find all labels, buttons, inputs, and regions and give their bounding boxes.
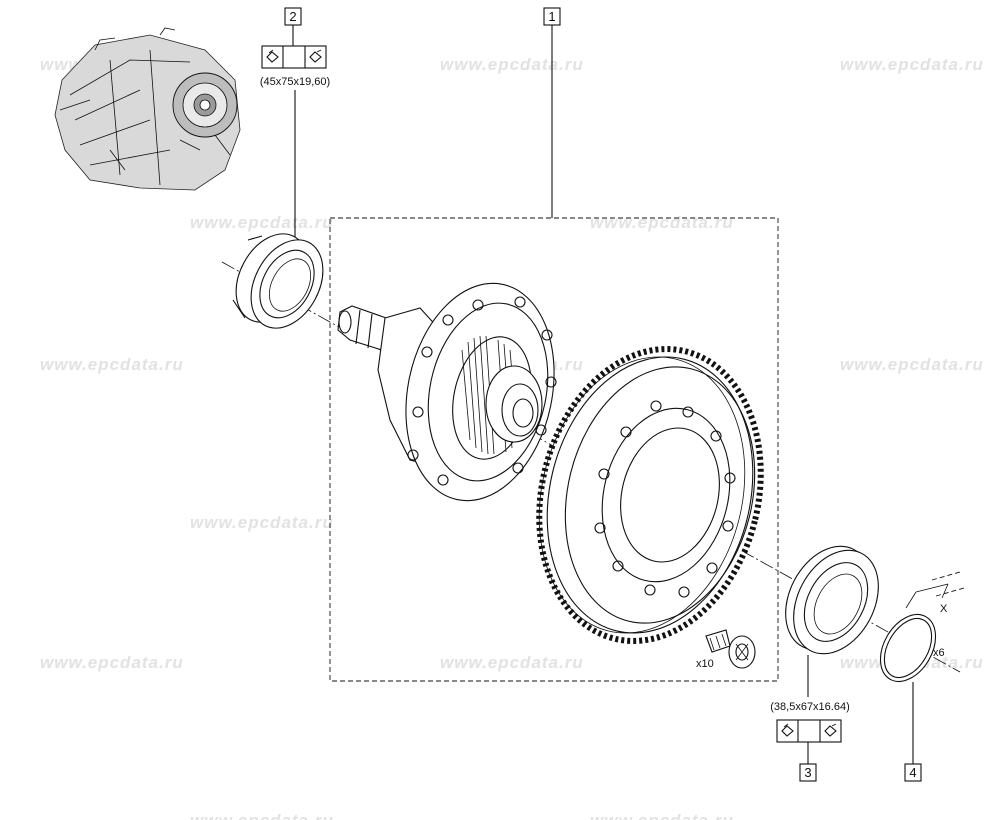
callout-box — [904, 763, 922, 782]
callout-number: 2 — [289, 9, 296, 24]
bearing-dimension: (45x75x19,60) — [260, 76, 330, 88]
crown-gear — [536, 346, 764, 644]
watermark: www.epcdata.ru — [590, 213, 734, 232]
callout-number: 1 — [548, 9, 555, 24]
callout-3: (38,5x67x16.64) 3 — [770, 655, 850, 782]
watermark: www.epcdata.ru — [190, 513, 334, 532]
watermark: www.epcdata.ru — [840, 55, 984, 74]
callout-1: 1 — [543, 7, 561, 218]
bearing-left — [232, 233, 324, 329]
diamond-arrow-icon — [266, 49, 279, 63]
watermark: www.epcdata.ru — [440, 55, 584, 74]
watermark: www.epcdata.ru — [40, 355, 184, 374]
callout-2: 2 (45x75x19,60) — [260, 7, 330, 238]
assembly-frame — [329, 217, 779, 682]
ring-quantity: x6 — [933, 647, 945, 659]
watermark: www.epcdata.ru — [440, 653, 584, 672]
ring-dimension-label: X — [940, 603, 948, 615]
bearing-right — [785, 545, 879, 655]
shim-ring: X x6 — [879, 571, 965, 682]
callout-4: 4 — [904, 682, 922, 782]
watermark: www.epcdata.ru — [840, 355, 984, 374]
callout-number: 3 — [804, 765, 811, 780]
callout-box — [799, 763, 817, 782]
differential-housing — [337, 282, 557, 502]
gear-bolt: x10 — [696, 629, 756, 670]
watermark: www.epcdata.ru — [190, 213, 334, 232]
gearbox-thumbnail — [54, 27, 241, 191]
bolt-quantity: x10 — [696, 658, 714, 670]
symbol-row — [261, 45, 327, 69]
watermark: www.epcdata.ru — [590, 811, 734, 820]
watermark: www.epcdata.ru — [40, 653, 184, 672]
flange-holes — [407, 296, 557, 486]
gear-bolt-holes — [594, 400, 736, 598]
symbol-row — [776, 719, 842, 743]
watermark: www.epcdata.ru — [190, 811, 334, 820]
diamond-arrow-icon — [824, 723, 837, 737]
bearing-dimension: (38,5x67x16.64) — [770, 701, 850, 713]
callout-number: 4 — [909, 765, 916, 780]
diamond-arrow-icon — [781, 723, 794, 737]
diamond-arrow-icon — [309, 49, 322, 63]
